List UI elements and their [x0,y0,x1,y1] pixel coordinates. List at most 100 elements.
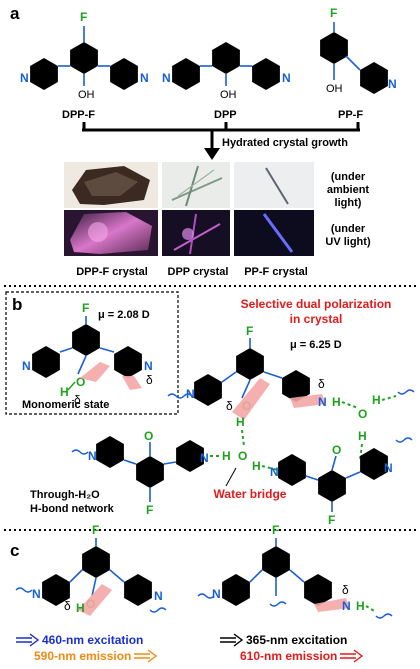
dppf-fluorine: F [80,10,87,24]
panel-label-b: b [12,295,22,314]
monomer-hydrogen: H [60,385,69,399]
photo-ppf-ambient [234,162,314,208]
monomer-nitrogen-left: N [22,359,31,373]
growth-bracket [82,122,360,160]
ambient-line3: light) [335,197,362,209]
c-right-wavy-left [197,593,215,599]
crystal-br-oxygen: O [332,443,341,457]
c-left-fluorine: F [92,523,99,537]
crystal-bl-oxygen: O [144,429,153,443]
c-right-delta: δ [342,583,349,597]
wavy-bottom-right [395,437,413,443]
monomer-nitrogen-right: N [144,359,153,373]
crystal-top-nh-hydrogen: H [332,395,341,409]
ambient-line2: ambient [327,184,370,196]
photo-dppf-uv [64,210,158,256]
c-right-wavy-low [269,601,287,607]
c-left-structure [42,538,152,606]
growth-label: Hydrated crystal growth [222,137,348,149]
water-bridge-label: Water bridge [214,487,287,501]
crystal-delta-top-left: δ [226,399,233,413]
dppf-hydroxyl: OH [78,89,95,101]
water-hydrogen-right-a: H [372,393,381,407]
c-left-hydrogen: H [76,601,85,615]
wavy-bottom-left [71,449,89,455]
wavy-top-left [167,393,193,399]
crystal-bl-nitrogen: N [88,449,97,463]
c-left-wavy-left [15,587,33,593]
crystal-label-dppf: DPP-F crystal [76,266,148,278]
crystal-bl-fluorine: F [146,503,153,517]
dpp-hydroxyl: OH [220,89,237,101]
polarization-title-1: Selective dual polarization [241,297,392,311]
monomer-delta-low: δ [74,393,81,407]
network-line1: Through-H₂O [30,489,100,501]
monomer-box [5,291,179,415]
crystal-top-hydrogen: H [236,415,245,429]
monomer-dipole-left [80,362,110,382]
water-bridge-hydrogen-left: H [222,449,231,463]
monomer-delta-right: δ [146,373,153,387]
mu-crystal: μ = 6.25 D [290,339,342,351]
c-right-structure [222,538,332,606]
c-left-emission: 590-nm emission [34,649,131,663]
crystal-top-fluorine: F [246,324,253,338]
monomer-dipole-right [122,376,142,390]
monomer-fluorine: F [82,301,89,315]
monomer-structure [32,316,142,378]
dppf-label: DPP-F [62,109,95,121]
c-left-dipole [78,584,112,616]
c-left-nitrogen-right: N [154,589,163,603]
c-right-emission: 610-nm emission [240,649,337,663]
photo-ppf-uv [234,210,314,256]
photo-dpp-uv [162,210,230,256]
water-oxygen-right: O [358,407,367,421]
crystal-dipole-top-right [290,394,326,408]
polarization-title-2: in crystal [290,312,343,326]
dpp-structure [172,42,280,90]
c-left-wavy-right [149,607,167,613]
dpp-nitrogen-right: N [282,71,291,85]
water-hydrogen-right-b: H [358,429,367,443]
water-oxygen-bridge: O [238,449,247,463]
crystal-br-nitrogen: N [270,465,279,479]
crystal-br-fluorine: F [328,513,335,527]
ppf-structure [320,22,388,94]
dpp-nitrogen-left: N [162,71,171,85]
panel-label-a: a [10,4,20,23]
c-right-excitation: 365-nm excitation [246,633,347,647]
ppf-hydroxyl: OH [326,83,343,95]
monomer-oxygen: O [76,375,85,389]
c-right-emit-arrow [340,649,364,663]
c-right-nitrogen-left: N [212,587,221,601]
uv-line1: (under [331,223,366,235]
c-left-emit-arrow [134,649,158,663]
c-right-excite-arrow [220,633,244,647]
water-bridge-hydrogen-right: H [252,459,261,473]
panel-label-c: c [10,541,19,560]
c-right-dipole [314,598,350,612]
dppf-nitrogen-left: N [20,71,29,85]
c-left-excite-arrow [16,633,40,647]
c-right-wavy-right [375,613,393,619]
monomer-label: Monomeric state [22,399,109,411]
crystal-top-nitrogen-right: N [318,395,327,409]
crystal-bl-nitrogen-right: N [200,451,209,465]
photo-dpp-ambient [162,162,230,208]
ambient-line1: (under [331,171,366,183]
mu-monomer: μ = 2.08 D [98,309,150,321]
crystal-label-dpp: DPP crystal [168,266,229,278]
c-left-delta: δ [64,599,71,613]
photo-dppf-ambient [64,162,158,208]
ppf-fluorine: F [330,6,337,20]
dpp-label: DPP [214,109,237,121]
dppf-nitrogen-right: N [140,71,149,85]
crystal-br-nitrogen-right: N [384,461,393,475]
uv-line2: UV light) [325,236,371,248]
ppf-label: PP-F [338,109,363,121]
crystal-molecule-bottom-left [96,436,204,502]
crystal-molecule-top [194,338,310,406]
c-right-nitrogen: N [342,599,351,613]
crystal-top-nitrogen-left: N [186,387,195,401]
dppf-structure [30,26,138,90]
